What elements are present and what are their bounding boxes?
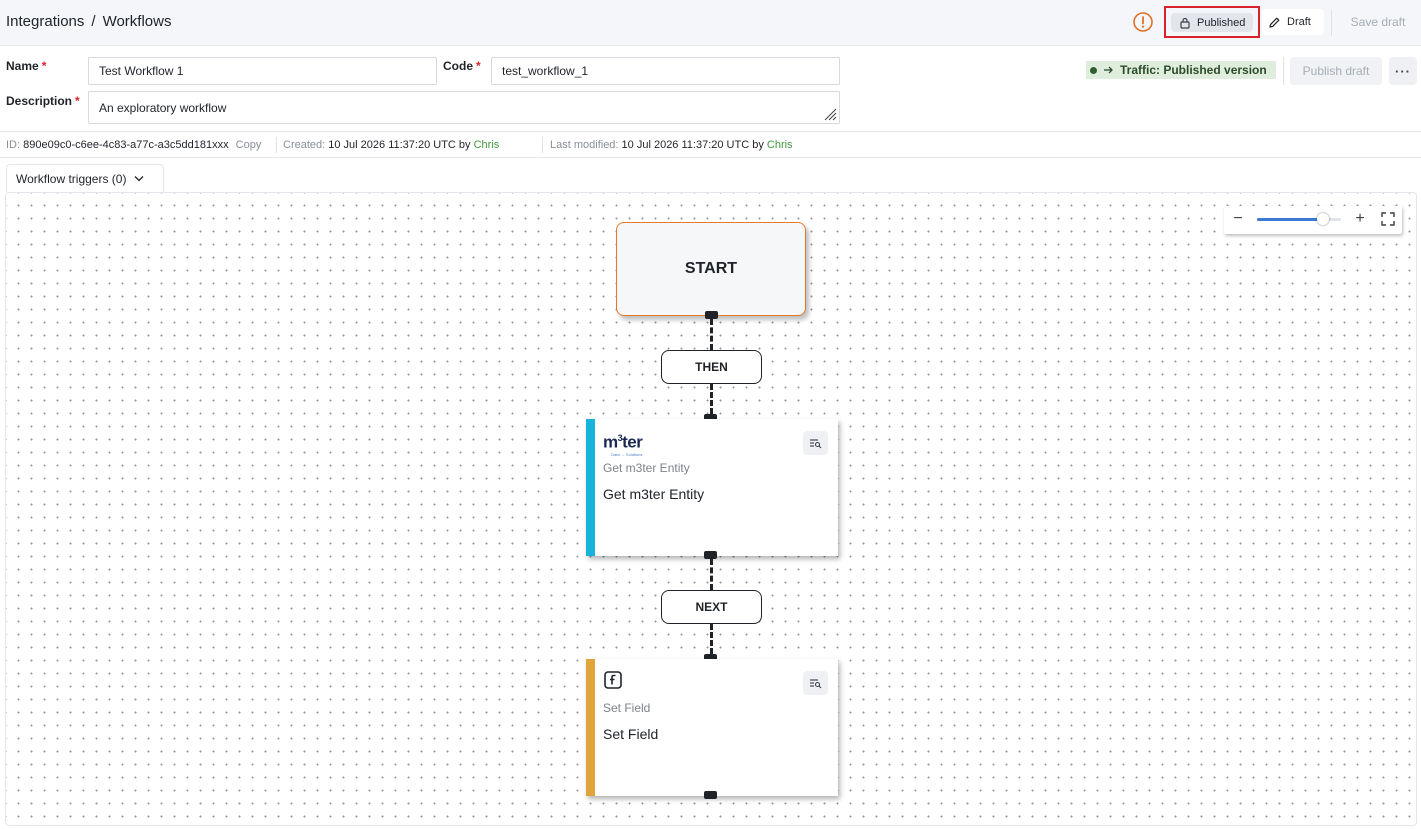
- node-subtitle: Get m3ter Entity: [603, 461, 690, 475]
- description-label: Description*: [6, 94, 80, 108]
- breadcrumb-integrations[interactable]: Integrations: [6, 13, 85, 30]
- node1-output-port[interactable]: [704, 551, 717, 559]
- resize-grip-icon[interactable]: [823, 107, 837, 121]
- zoom-in-button[interactable]: +: [1355, 210, 1365, 227]
- node-accent-stripe: [586, 659, 595, 796]
- edge-then-node1: [710, 384, 713, 414]
- traffic-status-badge: Traffic: Published version: [1086, 61, 1276, 79]
- status-dot-icon: [1090, 66, 1097, 74]
- save-draft-button[interactable]: Save draft: [1350, 15, 1406, 29]
- published-highlight: Published: [1164, 6, 1260, 38]
- zoom-slider-fill: [1257, 218, 1323, 221]
- node-accent-stripe: [586, 419, 595, 556]
- list-search-icon: [810, 678, 822, 688]
- name-input[interactable]: Test Workflow 1: [88, 57, 437, 85]
- breadcrumb-workflows: Workflows: [102, 13, 172, 30]
- publish-draft-button[interactable]: Publish draft: [1290, 57, 1382, 85]
- node2-input-port[interactable]: [704, 654, 717, 662]
- code-label: Code*: [443, 59, 481, 73]
- lock-icon: [1180, 17, 1190, 29]
- header-divider: [1331, 10, 1332, 36]
- node1-input-port[interactable]: [704, 414, 717, 422]
- function-icon: [604, 671, 622, 689]
- node-title: Get m3ter Entity: [603, 486, 705, 502]
- copy-id-link[interactable]: Copy: [235, 139, 262, 151]
- list-search-icon: [810, 438, 822, 448]
- node-subtitle: Set Field: [603, 701, 651, 715]
- meta-divider: [542, 137, 543, 153]
- start-output-port[interactable]: [705, 311, 718, 319]
- traffic-label: Traffic: Published version: [1120, 63, 1267, 77]
- arrow-right-icon: [1104, 66, 1113, 74]
- draft-label: Draft: [1287, 16, 1311, 28]
- m3ter-logo-tagline: Data → Solutions: [611, 451, 643, 457]
- node-title: Set Field: [603, 726, 659, 742]
- workflow-id-value: 890e09c0-c6ee-4c83-a77c-a3c5dd181xxx: [23, 139, 229, 151]
- top-bar: Integrations / Workflows Published Draft S…: [0, 0, 1421, 46]
- published-label: Published: [1197, 16, 1246, 29]
- modified-info: Last modified: 10 Jul 2026 11:37:20 UTC …: [550, 139, 793, 151]
- pencil-icon: [1269, 17, 1280, 28]
- edge-label-then[interactable]: THEN: [661, 350, 762, 384]
- code-input[interactable]: test_workflow_1: [491, 57, 840, 85]
- draft-button[interactable]: Draft: [1262, 9, 1324, 35]
- zoom-slider[interactable]: [1257, 213, 1341, 225]
- workflow-triggers-toggle[interactable]: Workflow triggers (0): [6, 164, 164, 192]
- edge-start-then: [710, 319, 713, 350]
- status-divider: [1283, 57, 1284, 85]
- published-button[interactable]: Published: [1171, 13, 1253, 32]
- node-details-button[interactable]: [803, 671, 828, 695]
- edge-label-next[interactable]: NEXT: [661, 590, 762, 624]
- zoom-controls: − +: [1224, 206, 1402, 234]
- fullscreen-icon[interactable]: [1380, 211, 1396, 227]
- warning-icon[interactable]: [1132, 11, 1154, 33]
- breadcrumb-separator: /: [91, 13, 96, 30]
- metadata-bar: ID: 890e09c0-c6ee-4c83-a77c-a3c5dd181xxx…: [0, 131, 1421, 158]
- meta-divider: [276, 137, 277, 153]
- name-label: Name*: [6, 59, 47, 73]
- zoom-out-button[interactable]: −: [1233, 210, 1243, 227]
- modified-value: 10 Jul 2026 11:37:20 UTC by: [621, 139, 764, 151]
- start-node[interactable]: START: [616, 222, 806, 316]
- created-by-user[interactable]: Chris: [473, 139, 500, 151]
- node-details-button[interactable]: [803, 431, 828, 455]
- chevron-down-icon: [135, 176, 144, 182]
- workflow-triggers-label: Workflow triggers (0): [16, 171, 127, 186]
- modified-by-user[interactable]: Chris: [766, 139, 793, 151]
- description-value: An exploratory workflow: [99, 100, 227, 115]
- edge-node1-next: [710, 559, 713, 590]
- more-options-button[interactable]: ···: [1389, 57, 1417, 85]
- set-field-node[interactable]: Set Field Set Field: [586, 659, 838, 796]
- created-info: Created: 10 Jul 2026 11:37:20 UTC by Chr…: [283, 139, 500, 151]
- breadcrumb: Integrations / Workflows: [6, 13, 171, 30]
- node2-output-port[interactable]: [704, 791, 717, 799]
- description-textarea[interactable]: An exploratory workflow: [88, 91, 840, 124]
- edge-next-node2: [710, 624, 713, 654]
- workflow-id: ID: 890e09c0-c6ee-4c83-a77c-a3c5dd181xxx…: [6, 139, 262, 151]
- created-value: 10 Jul 2026 11:37:20 UTC by: [328, 139, 471, 151]
- zoom-slider-thumb[interactable]: [1316, 213, 1329, 225]
